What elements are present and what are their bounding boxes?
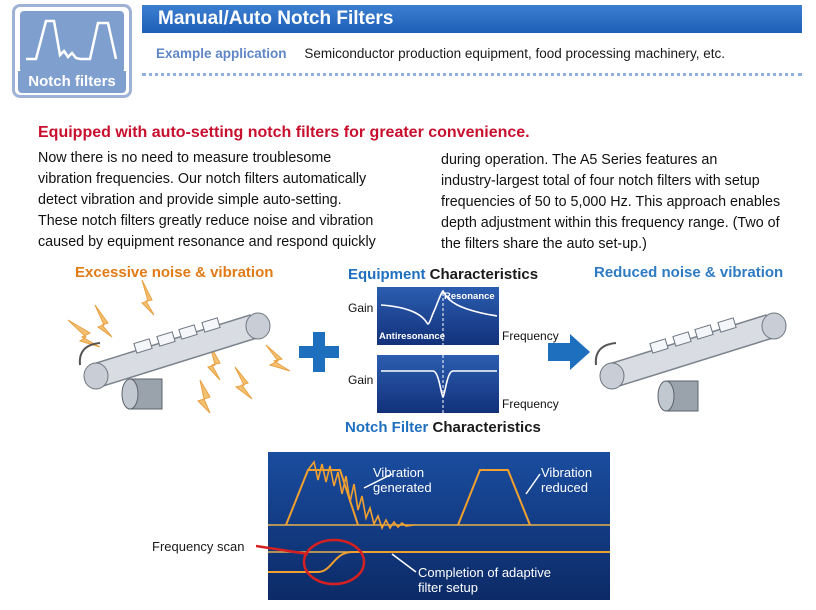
frequency-scan-label: Frequency scan xyxy=(152,539,245,554)
equipment-response-graph xyxy=(377,287,499,345)
example-application: Example application Semiconductor produc… xyxy=(156,46,725,61)
gain-label: Gain xyxy=(348,373,374,387)
notch-filters-badge: Notch filters xyxy=(12,4,132,98)
oscilloscope-panel xyxy=(268,452,610,600)
paragraph-line: These notch filters greatly reduce noise… xyxy=(38,213,374,229)
paragraph-right: during operation. The A5 Series features… xyxy=(441,150,780,255)
notch-filter-characteristics-title: Notch Filter Characteristics xyxy=(345,419,541,436)
paragraph-line: Now there is no need to measure troubles… xyxy=(38,150,332,166)
vibration-reduced-line: reduced xyxy=(541,480,588,495)
vibration-reduced-line: Vibration xyxy=(541,465,593,480)
vibration-generated-line: Vibration xyxy=(373,465,425,480)
completion-line: Completion of adaptive xyxy=(418,565,551,580)
dotted-divider xyxy=(142,73,802,76)
paragraph-line: during operation. The A5 Series features… xyxy=(441,152,718,168)
equipment-characteristics-title: Equipment Characteristics xyxy=(348,266,538,283)
paragraph-line: frequencies of 50 to 5,000 Hz. This appr… xyxy=(441,194,781,210)
example-application-value: Semiconductor production equipment, food… xyxy=(304,46,726,61)
badge-label: Notch filters xyxy=(18,71,126,93)
gain-label: Gain xyxy=(348,301,374,315)
paragraph-line: vibration frequencies. Our notch filters… xyxy=(38,171,367,187)
reduced-noise-label: Reduced noise & vibration xyxy=(594,264,784,281)
paragraph-left: Now there is no need to measure troubles… xyxy=(38,148,376,253)
paragraph-line: caused by equipment resonance and respon… xyxy=(38,234,376,250)
frequency-label: Frequency xyxy=(502,397,559,411)
paragraph-line: detect vibration and provide simple auto… xyxy=(38,192,342,208)
frequency-label: Frequency xyxy=(502,329,559,343)
paragraph-line: depth adjustment within this frequency r… xyxy=(441,215,780,231)
notch-filter-title-part: Notch Filter xyxy=(345,419,429,436)
arrow-right-icon xyxy=(548,334,590,370)
lightning-bolt-icon xyxy=(67,279,291,414)
completion-line: filter setup xyxy=(418,580,478,595)
vibration-reduced-label: Vibration reduced xyxy=(541,465,592,495)
excessive-noise-label: Excessive noise & vibration xyxy=(75,264,274,281)
antiresonance-label: Antiresonance xyxy=(379,331,445,342)
resonance-label: Resonance xyxy=(444,291,495,302)
frequency-scan-pointer xyxy=(256,544,309,556)
page-title: Manual/Auto Notch Filters xyxy=(142,5,802,33)
section-headline: Equipped with auto-setting notch filters… xyxy=(38,124,530,141)
paragraph-line: the filters share the auto set-up.) xyxy=(441,236,647,252)
characteristics-title-part: Characteristics xyxy=(428,419,541,436)
plus-icon xyxy=(299,332,339,372)
notch-filter-waveform-icon xyxy=(20,11,124,73)
calm-conveyor-illustration xyxy=(594,312,787,412)
notch-response-graph xyxy=(377,355,499,413)
paragraph-line: industry-largest total of four notch fil… xyxy=(441,173,760,189)
equipment-title-part: Equipment xyxy=(348,266,426,283)
vibration-generated-line: generated xyxy=(373,480,432,495)
characteristics-title-part: Characteristics xyxy=(425,266,539,283)
example-application-key: Example application xyxy=(156,46,287,61)
vibration-generated-label: Vibration generated xyxy=(373,465,432,495)
vibrating-conveyor-illustration xyxy=(67,279,291,414)
completion-label: Completion of adaptive filter setup xyxy=(418,565,551,595)
